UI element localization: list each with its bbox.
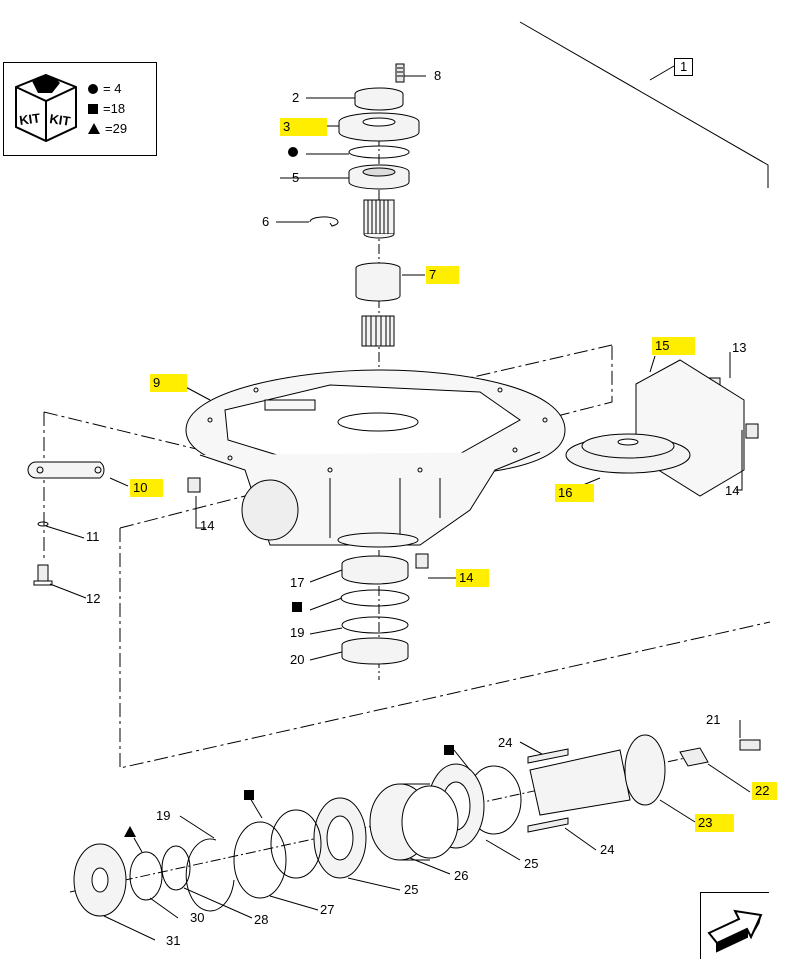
callout-19-low: 19 [156,808,171,823]
part-20 [341,637,409,665]
kit-box-icon: KIT KIT [14,71,78,145]
callout-28: 28 [254,912,269,927]
shaft [363,199,395,239]
callout-24-bottom: 24 [600,842,615,857]
part-27 [233,821,287,899]
square-marker-icon [244,790,254,800]
callout-19-mid: 19 [290,625,305,640]
part-22 [679,747,709,767]
callout-25-left: 25 [404,882,419,897]
callout-5: 5 [292,170,300,185]
part-14-left [187,477,201,493]
part-7 [355,262,401,302]
part-25-left-bearing [313,797,367,879]
callout-9: 9 [150,374,187,392]
callout-14-left: 14 [200,518,215,533]
legend-value: 18 [110,101,126,116]
callout-26: 26 [454,868,469,883]
callout-10: 10 [130,479,163,497]
part-16 [565,433,691,474]
part-23-pinion [529,734,666,816]
part-3 [338,112,420,142]
part-19-bottom [185,838,235,912]
callout-13: 13 [732,340,747,355]
callout-3: 3 [280,118,327,136]
ring-square-top [340,589,410,607]
callout-16: 16 [555,484,594,502]
callout-31: 31 [166,933,181,948]
part-9-housing [185,369,566,548]
kit-text-left: KIT [18,110,41,128]
callout-22: 22 [752,782,777,800]
part-24-bottom [527,817,569,833]
callout-20: 20 [290,652,305,667]
circle-symbol-icon [88,84,98,94]
callout-12: 12 [86,591,101,606]
square-marker-icon [292,602,302,612]
callout-14-highlight: 14 [456,569,489,587]
next-page-arrow-button[interactable] [700,892,769,959]
part-15 [635,359,745,497]
legend-row-triangle: =29 [88,121,127,136]
callout-24-top: 24 [498,735,513,750]
triangle-symbol-icon [88,123,100,134]
part-11 [37,521,49,527]
part-14-right [745,423,759,439]
ring-circle [348,145,410,159]
part-21 [739,739,761,751]
callout-11: 11 [86,529,100,544]
part-27-ring [270,809,322,879]
callout-27: 27 [320,902,335,917]
part-31 [73,843,127,917]
callout-17: 17 [290,575,305,590]
part-26 [369,783,459,861]
part-24-top [527,748,569,764]
kit-text-right: KIT [49,111,72,129]
square-marker-icon [444,745,454,755]
part-12 [33,564,53,586]
frame-line [519,21,769,188]
callout-30: 30 [190,910,205,925]
part-30 [129,851,163,901]
circle-marker-icon [288,147,298,157]
callout-23: 23 [695,814,734,832]
part-14-mid [415,553,429,569]
legend-row-circle: = 4 [88,81,121,96]
legend-value: 4 [114,81,122,96]
callout-8: 8 [434,68,442,83]
callout-21: 21 [706,712,721,727]
callout-7: 7 [426,266,459,284]
part-19-top [341,616,409,634]
callout-14-right: 14 [725,483,740,498]
part-8 [395,63,405,83]
part-5 [348,164,410,190]
callout-2: 2 [292,90,300,105]
part-17 [341,555,409,585]
legend-value: 29 [112,121,128,136]
part-2 [354,87,404,111]
spline-lower [361,315,395,347]
callout-6: 6 [262,214,270,229]
part-6 [309,216,339,227]
part-10 [27,461,105,479]
triangle-marker-icon [124,826,136,837]
part-28 [161,845,191,891]
callout-15: 15 [652,337,695,355]
square-symbol-icon [88,104,98,114]
legend-row-square: =18 [88,101,125,116]
callout-1: 1 [674,58,694,76]
kit-legend: KIT KIT = 4 =18 =29 [3,62,157,156]
arrow-icon [707,909,763,953]
callout-25-right: 25 [524,856,539,871]
